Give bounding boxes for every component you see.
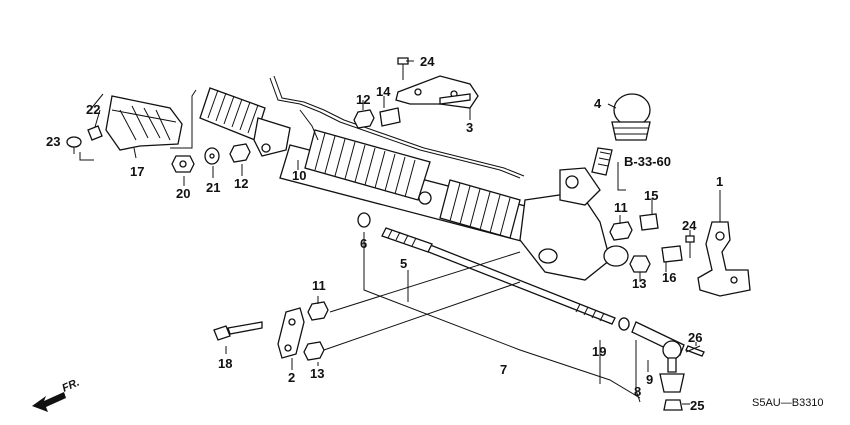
bracket-1 [697, 221, 751, 297]
rack-housing [199, 75, 629, 281]
callout-25: 25 [690, 398, 704, 413]
heat-shield [105, 95, 183, 151]
callout-8: 8 [634, 384, 641, 399]
bracket-3 [395, 75, 479, 109]
callout-19: 19 [592, 344, 606, 359]
front-direction-label: FR. [60, 377, 81, 395]
callout-22: 22 [86, 102, 100, 117]
callout-12a: 12 [356, 92, 370, 107]
callout-16: 16 [662, 270, 676, 285]
callout-24b: 24 [682, 218, 697, 233]
callout-5: 5 [400, 256, 407, 271]
callout-7: 7 [500, 362, 507, 377]
callout-11b: 11 [614, 200, 628, 215]
callout-11a: 11 [312, 278, 326, 293]
callout-labels: 1 2 3 4 5 6 7 8 9 10 11 11 12 12 13 13 1… [46, 54, 824, 413]
callout-14: 14 [376, 84, 391, 99]
callout-6: 6 [360, 236, 367, 251]
small-parts [66, 57, 701, 361]
section-reference: B-33-60 [624, 154, 671, 169]
callout-18: 18 [218, 356, 232, 371]
right-bellows [439, 179, 521, 239]
callout-20: 20 [176, 186, 190, 201]
left-boot [199, 87, 266, 141]
callout-26: 26 [688, 330, 702, 345]
callout-15: 15 [644, 188, 658, 203]
callout-13a: 13 [310, 366, 324, 381]
tie-rod [381, 227, 616, 325]
callout-2: 2 [288, 370, 295, 385]
center-bellows [304, 129, 431, 201]
callout-1: 1 [716, 174, 723, 189]
pinion-valve-body [418, 147, 629, 281]
callout-13b: 13 [632, 276, 646, 291]
callout-24a: 24 [420, 54, 435, 69]
front-direction-arrow-icon [32, 392, 66, 412]
dust-seal [611, 93, 651, 141]
leader-lines [79, 60, 721, 405]
callout-12b: 12 [234, 176, 248, 191]
tie-rod-end [618, 317, 705, 411]
callout-23: 23 [46, 134, 60, 149]
diagram-code: S5AU—B3310 [752, 397, 824, 409]
callout-17: 17 [130, 164, 144, 179]
callout-10: 10 [292, 168, 306, 183]
callout-21: 21 [206, 180, 220, 195]
callout-3: 3 [466, 120, 473, 135]
callout-4: 4 [594, 96, 602, 111]
callout-9: 9 [646, 372, 653, 387]
